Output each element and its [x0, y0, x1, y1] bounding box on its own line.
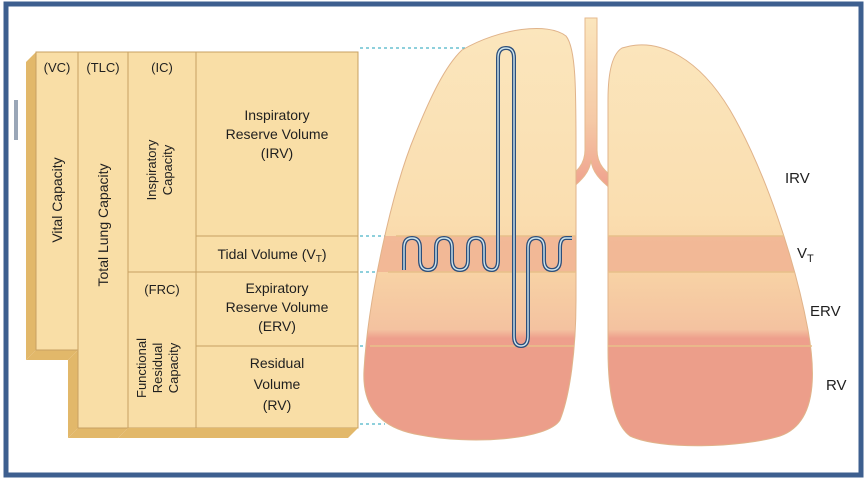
right-label-vt-sub: T — [807, 253, 814, 265]
capacity-table: (VC) (TLC) (IC) Vital Capacity Total Lun… — [26, 52, 358, 438]
vc-header: (VC) — [44, 60, 71, 75]
tlc-header: (TLC) — [86, 60, 119, 75]
ic-header: (IC) — [151, 60, 173, 75]
rv-line2: Volume — [254, 376, 301, 392]
right-label-irv: IRV — [785, 170, 810, 187]
vc-bar-side — [26, 52, 36, 360]
frc-label-line1: Functional — [134, 338, 149, 398]
right-label-erv: ERV — [810, 303, 841, 320]
tidal-close: ) — [322, 246, 327, 262]
rv-line1: Residual — [250, 355, 304, 371]
volume-column-bottom — [118, 428, 358, 438]
irv-line1: Inspiratory — [244, 107, 309, 123]
right-label-vt-main: V — [797, 245, 807, 262]
irv-line2: Reserve Volume — [226, 126, 329, 142]
right-label-rv: RV — [826, 377, 847, 394]
frame-notch — [14, 100, 18, 140]
tlc-bar-side — [68, 350, 78, 438]
ic-label-line1: Inspiratory — [144, 139, 159, 200]
ic-label-line2: Capacity — [160, 144, 175, 195]
erv-line2: Reserve Volume — [226, 299, 329, 315]
tidal-text: Tidal Volume (V — [217, 246, 316, 262]
irv-line3: (IRV) — [261, 145, 293, 161]
rv-line3: (RV) — [263, 397, 292, 413]
frc-header: (FRC) — [144, 282, 179, 297]
erv-line3: (ERV) — [258, 318, 296, 334]
erv-line1: Expiratory — [245, 280, 308, 296]
tlc-bar-bottom — [68, 428, 128, 438]
tlc-label: Total Lung Capacity — [95, 164, 111, 287]
frc-label-line3: Capacity — [166, 342, 181, 393]
vc-label: Vital Capacity — [49, 157, 65, 242]
frc-label-line2: Residual — [150, 343, 165, 394]
